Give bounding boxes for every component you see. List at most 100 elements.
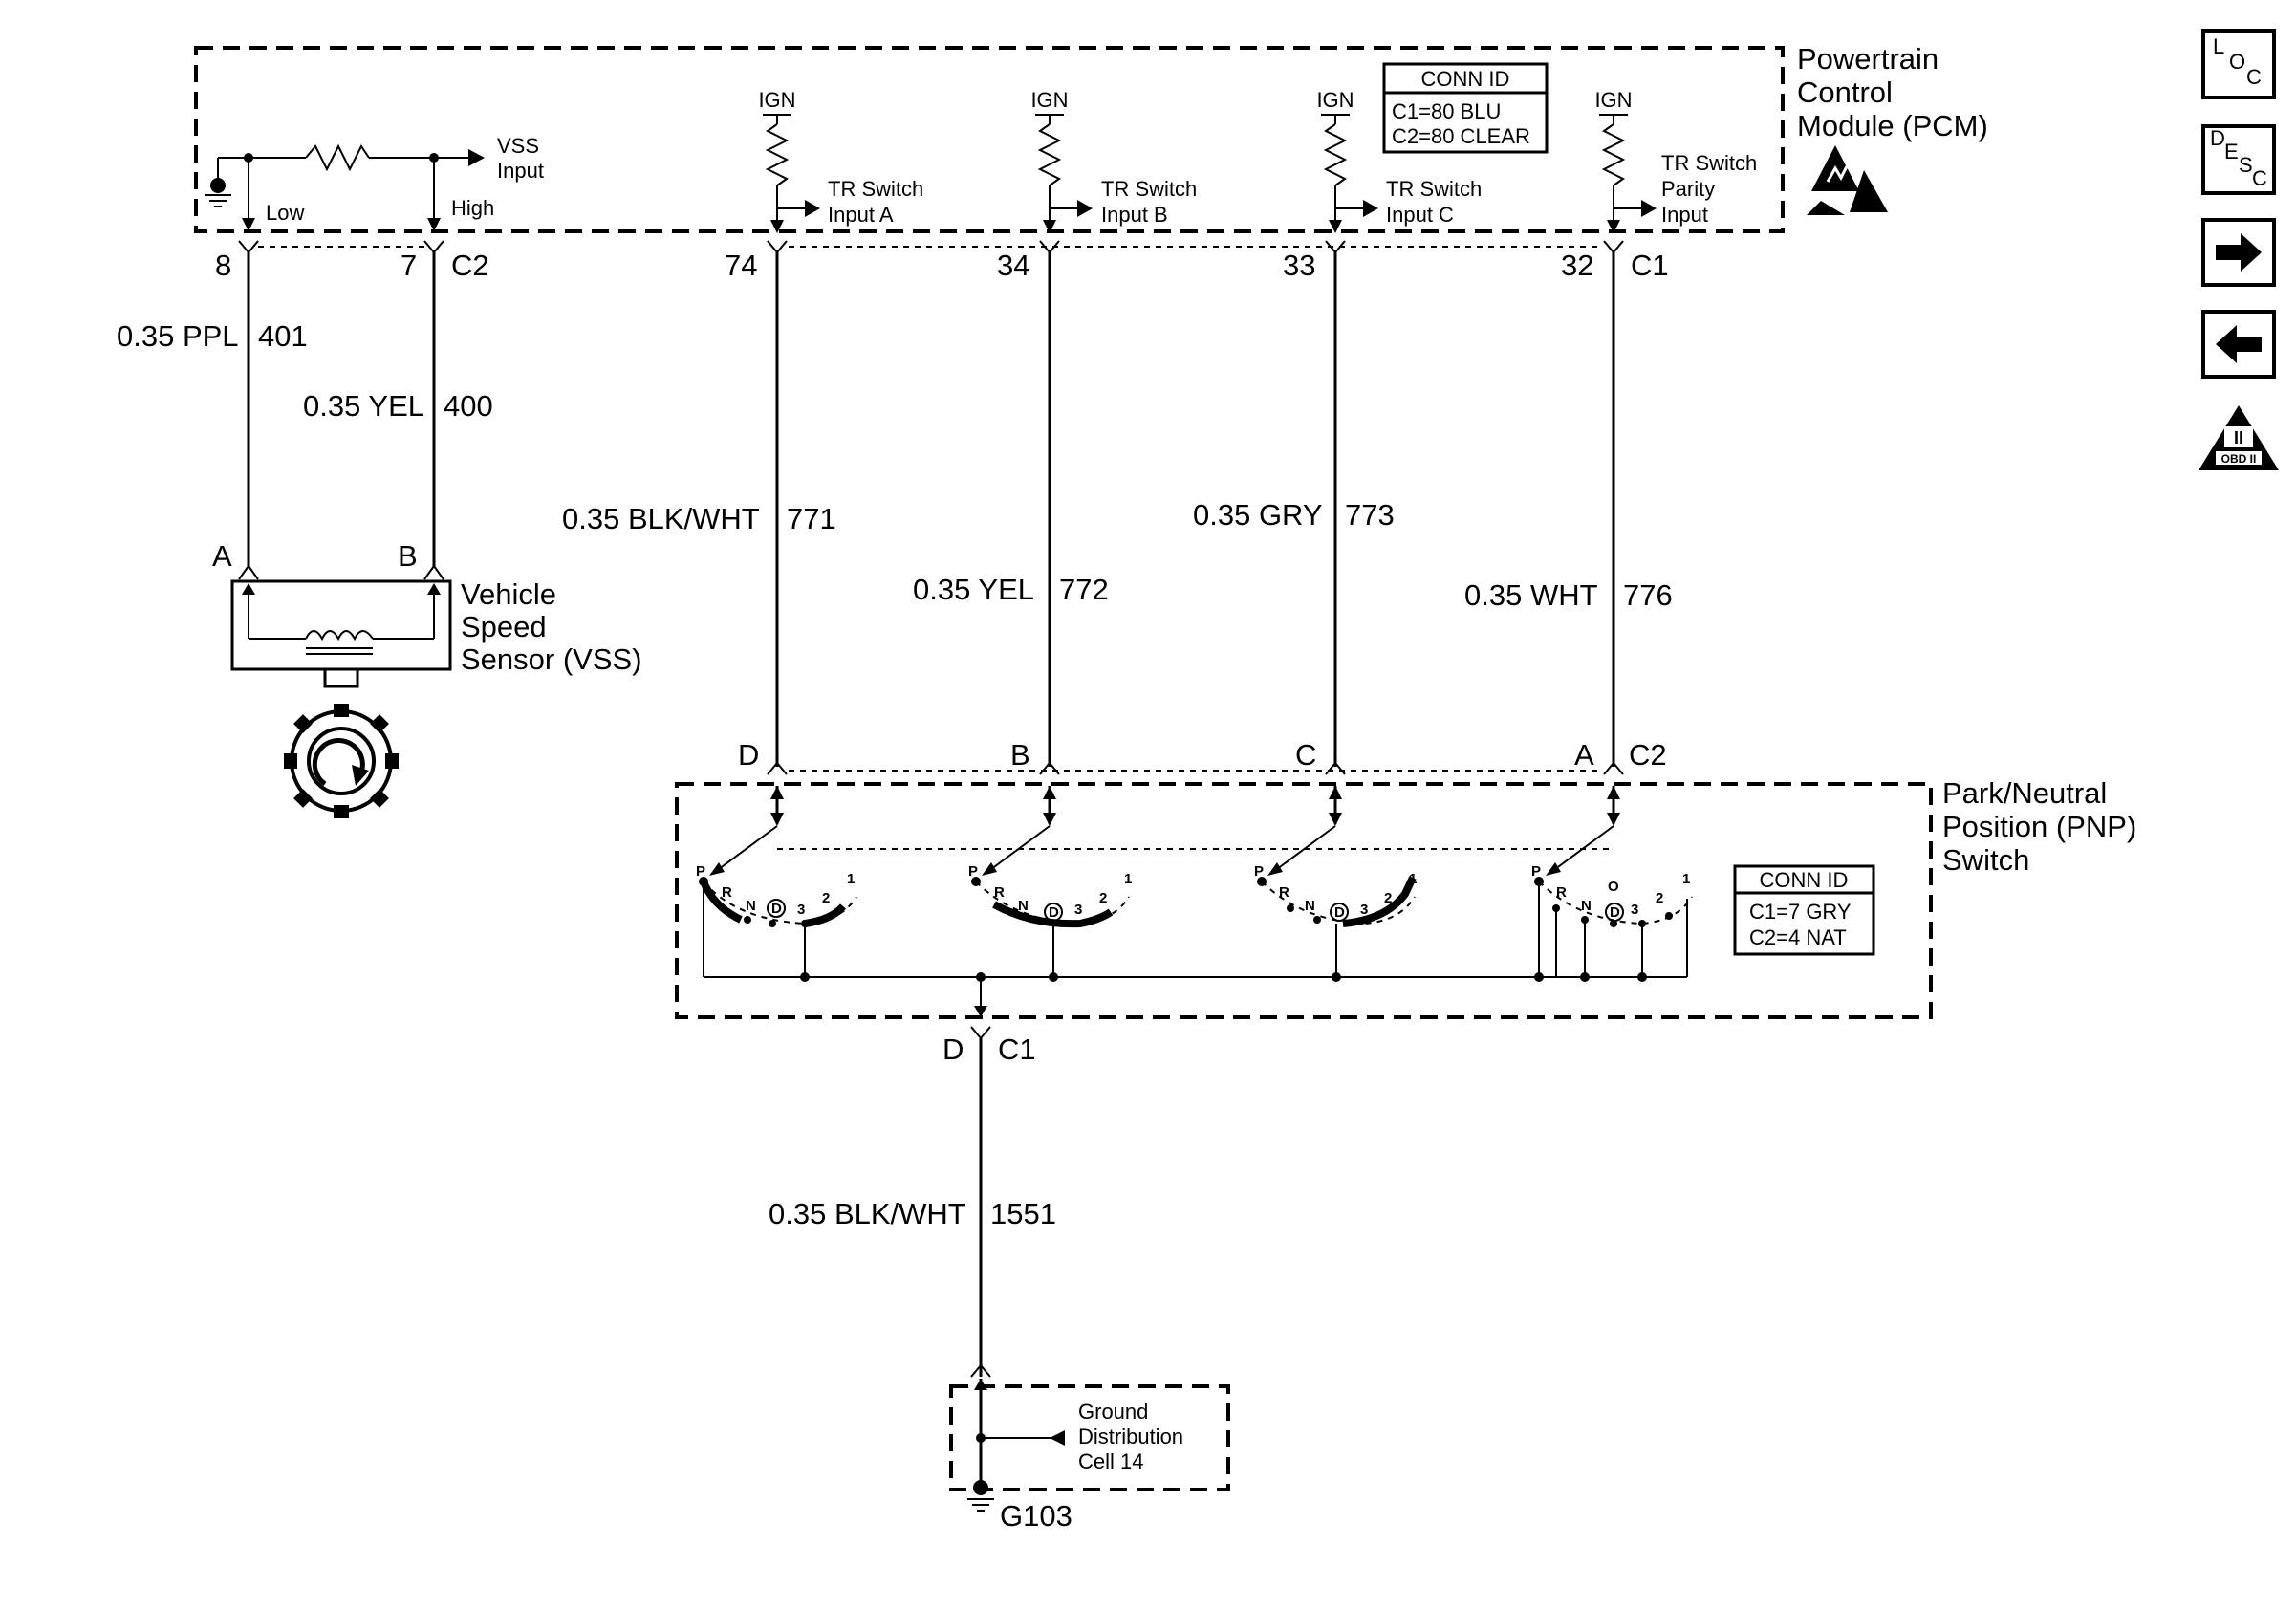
wire-400-gauge: 0.35 YEL (303, 389, 424, 423)
pcm-dashed-border (194, 46, 1785, 233)
pin-8-label: 8 (215, 249, 231, 282)
switch-parity-arc: P R N O D 3 2 1 (1531, 863, 1693, 927)
pnp-pin-b: B (1010, 738, 1030, 772)
pcm-module: Powertrain Control Module (PCM) CONN ID … (194, 42, 1988, 233)
tr-input-b-line2: Input B (1101, 203, 1168, 227)
switch-a-pos-3: 3 (797, 902, 805, 918)
wire-1551-circuit: 1551 (990, 1197, 1056, 1230)
pnp-contact-a (709, 786, 784, 876)
pcm-conn-id-header: CONN ID (1421, 67, 1510, 91)
pnp-bottom-conn-c1: C1 (998, 1033, 1036, 1066)
vss-title-line2: Speed (461, 610, 547, 643)
wire-401: 0.35 PPL 401 (117, 252, 308, 566)
switch-b-arc: P R N D 3 2 1 (968, 863, 1132, 928)
wire-776-gauge: 0.35 WHT (1464, 578, 1598, 612)
pnp-title-line3: Switch (1942, 843, 2029, 877)
pin-74-symbol (767, 240, 788, 253)
switch-a-pos-d: D (771, 901, 782, 917)
tr-input-c-line1: TR Switch (1386, 177, 1482, 201)
pnp-switch: Park/Neutral Position (PNP) Switch (675, 776, 2136, 1019)
conn-c1-label: C1 (1631, 249, 1669, 282)
pcm-title-line2: Control (1797, 76, 1893, 109)
tr-input-a-line2: Input A (828, 203, 894, 227)
switch-a-pos-r: R (722, 884, 732, 901)
desc-letter-e: E (2224, 140, 2239, 163)
obd-roman: II (2234, 428, 2243, 447)
ground-dashed-border (949, 1384, 1230, 1491)
pcm-conn-id-c2: C2=80 CLEAR (1392, 124, 1530, 148)
tr-input-a-line1: TR Switch (828, 177, 923, 201)
switch-parity-pos-2: 2 (1656, 890, 1663, 906)
pnp-conn-id-box: CONN ID C1=7 GRY C2=4 NAT (1733, 864, 1875, 956)
switch-c-pos-r: R (1279, 884, 1289, 901)
vehicle-speed-sensor: A B Vehicle Speed Se (212, 539, 642, 818)
ign-label-parity: IGN (1594, 88, 1632, 112)
pin-34-symbol (1039, 240, 1060, 253)
pcm-conn-id-c1: C1=80 BLU (1392, 99, 1501, 123)
switch-a-pos-n: N (746, 898, 756, 914)
switch-parity-pos-p: P (1531, 863, 1541, 880)
wire-773: 0.35 GRY 773 (1193, 252, 1395, 767)
wire-772-gauge: 0.35 YEL (913, 573, 1034, 606)
pin-7-symbol (423, 240, 444, 253)
pnp-contact-parity (1546, 786, 1620, 876)
pin-32-label: 32 (1561, 249, 1593, 282)
switch-c-pos-3: 3 (1360, 902, 1368, 918)
switch-parity-pos-3: 3 (1631, 902, 1638, 918)
back-arrow-button[interactable] (2201, 310, 2276, 379)
desc-button[interactable]: D E S C (2201, 124, 2276, 195)
switch-b-pos-1: 1 (1124, 871, 1132, 887)
forward-arrow-button[interactable] (2201, 218, 2276, 287)
reluctor-wheel-icon (284, 704, 399, 818)
wire-401-circuit: 401 (258, 319, 308, 353)
pcm-tr-parity-input: IGN TR Switch Parity Input (1594, 88, 1757, 233)
wire-401-gauge: 0.35 PPL (117, 319, 239, 353)
switch-b-pos-n: N (1018, 898, 1029, 914)
loc-button[interactable]: L O C (2201, 29, 2276, 99)
tr-parity-line1: TR Switch (1661, 151, 1757, 175)
vss-input-label-line1: VSS (497, 134, 539, 158)
wire-776-circuit: 776 (1623, 578, 1673, 612)
right-arrow-icon (2216, 233, 2262, 272)
obd-label: OBD II (2221, 452, 2257, 466)
switch-b-pos-3: 3 (1074, 902, 1082, 918)
desc-letter-d: D (2210, 126, 2225, 150)
high-label: High (451, 196, 494, 220)
switch-parity-pos-o: O (1608, 879, 1619, 895)
obd-ii-button[interactable]: II OBD II (2199, 405, 2279, 470)
wire-400: 0.35 YEL 400 (303, 252, 493, 566)
switch-c-pos-n: N (1305, 898, 1315, 914)
switch-b-pos-2: 2 (1099, 890, 1107, 906)
pnp-conn-id-header: CONN ID (1760, 868, 1849, 892)
wire-1551-gauge: 0.35 BLK/WHT (769, 1197, 966, 1230)
wire-771-gauge: 0.35 BLK/WHT (562, 502, 760, 535)
tr-input-b-line1: TR Switch (1101, 177, 1197, 201)
pcm-tr-input-c: IGN TR Switch Input C (1316, 88, 1482, 233)
pnp-conn-id-c1: C1=7 GRY (1749, 900, 1852, 924)
switch-a-pos-2: 2 (822, 890, 830, 906)
switch-a-pos-1: 1 (847, 871, 855, 887)
pnp-pin-c: C (1295, 738, 1316, 772)
pcm-tr-input-a: IGN TR Switch Input A (758, 88, 923, 233)
pin-33-label: 33 (1283, 249, 1315, 282)
pin-7-label: 7 (401, 249, 417, 282)
pnp-conn-id-c2: C2=4 NAT (1749, 925, 1847, 949)
vss-pin-b: B (398, 539, 418, 573)
pcm-title-line3: Module (PCM) (1797, 109, 1988, 142)
pcm-tr-input-b: IGN TR Switch Input B (1030, 88, 1197, 233)
loc-letter-o: O (2229, 50, 2245, 74)
wire-772: 0.35 YEL 772 (913, 252, 1109, 767)
tr-parity-line3: Input (1661, 203, 1708, 227)
pcm-conn-id-box: CONN ID C1=80 BLU C2=80 CLEAR (1382, 62, 1549, 154)
switch-parity-pos-r: R (1556, 884, 1567, 901)
pin-32-symbol (1603, 240, 1624, 253)
pin-8-symbol (238, 240, 259, 253)
ground-ref-line2: Distribution (1078, 1425, 1183, 1448)
wire-772-circuit: 772 (1059, 573, 1109, 606)
pnp-conn-c2: C2 (1629, 738, 1667, 772)
wire-400-circuit: 400 (444, 389, 493, 423)
wire-771-circuit: 771 (787, 502, 836, 535)
pnp-title-line1: Park/Neutral (1942, 776, 2107, 810)
pcm-vss-input-circuit: VSS Input Low High (205, 134, 544, 231)
switch-b-pos-d: D (1049, 904, 1059, 921)
